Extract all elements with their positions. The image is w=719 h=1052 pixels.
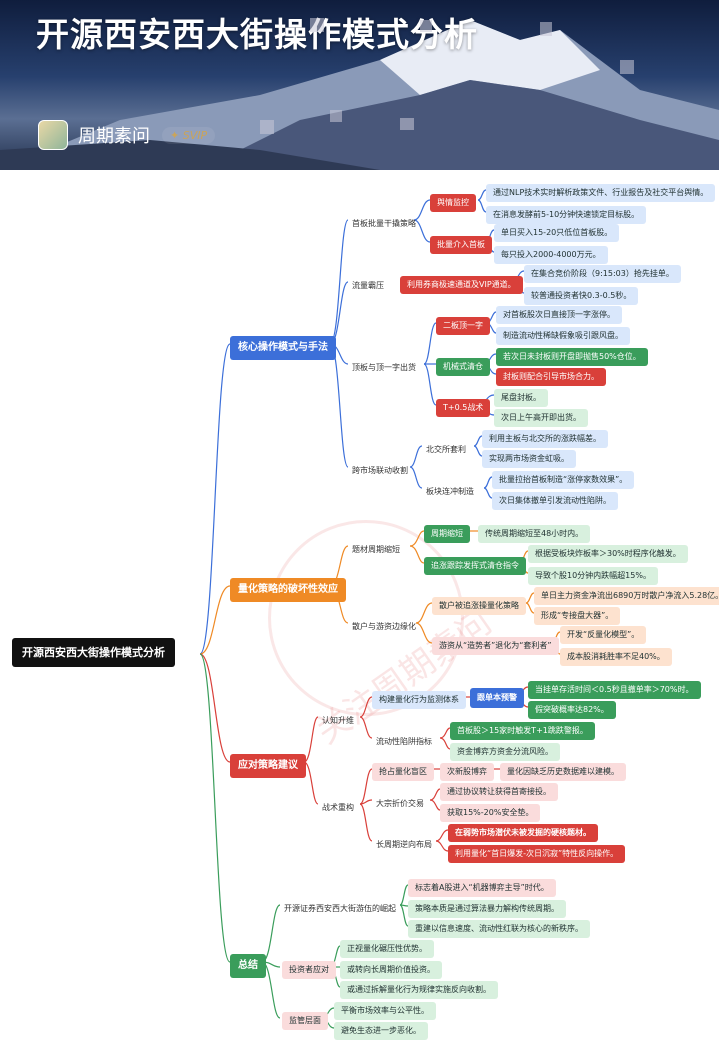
b1-s1-n2[interactable]: 批量介入首板 <box>430 236 492 254</box>
b1-s3-n2-i2[interactable]: 封板则配合引导市场合力。 <box>496 368 606 386</box>
b2-s2-n1[interactable]: 散户被追涨操量化策略 <box>432 597 526 615</box>
b1-s4-n1-i1[interactable]: 利用主板与北交所的涨跌幅差。 <box>482 430 608 448</box>
svip-badge: ✦ SVIP <box>162 126 216 144</box>
b1-s3-n2[interactable]: 机械式清仓 <box>436 358 490 376</box>
b1-s1-n1-i2[interactable]: 在消息发酵前5-10分钟快速锁定目标股。 <box>486 206 647 224</box>
b1-s3-n1-i1[interactable]: 对首板股次日直接顶一字涨停。 <box>496 306 622 324</box>
b4-s1[interactable]: 开源证券西安西大街游伍的崛起 <box>284 904 396 913</box>
b1-s3-n1[interactable]: 二板顶一字 <box>436 317 490 335</box>
author-name[interactable]: 周期素问 <box>78 126 150 147</box>
b4-s3[interactable]: 监管层面 <box>282 1012 328 1030</box>
b4-s1-i2[interactable]: 策略本质是通过算法暴力解构传统周期。 <box>408 900 566 918</box>
b1-s4-n2[interactable]: 板块连冲制造 <box>426 487 474 496</box>
svip-label: SVIP <box>182 128 208 142</box>
b1-s4[interactable]: 跨市场联动收割 <box>352 466 408 475</box>
b1-s4-n2-i2[interactable]: 次日集体撤单引发流动性陷阱。 <box>492 492 618 510</box>
b3-s2-n1-i1[interactable]: 量化因缺乏历史数据难以建模。 <box>500 763 626 781</box>
branch-quant-impact[interactable]: 量化策略的破坏性效应 <box>230 578 346 602</box>
b2-s2-n1-i1[interactable]: 单日主力资金净流出6890万时散户净流入5.28亿。 <box>534 587 719 605</box>
branch-summary[interactable]: 总结 <box>230 954 266 978</box>
b4-s1-i1[interactable]: 标志着A股进入“机器博弈主导”时代。 <box>408 879 556 897</box>
b2-s1-n1-i1[interactable]: 传统周期缩短至48小时内。 <box>478 525 591 543</box>
b1-s2-n1-i2[interactable]: 较普通投资者快0.3-0.5秒。 <box>524 287 639 305</box>
mountain-image <box>0 20 719 170</box>
b1-s3-n3-i2[interactable]: 次日上午高开即出货。 <box>494 409 588 427</box>
b1-s3-n2-i1[interactable]: 若次日未封板则开盘即抛售50%仓位。 <box>496 348 648 366</box>
b3-s2-n2-i2[interactable]: 获取15%-20%安全垫。 <box>440 804 541 822</box>
b3-s2-n3[interactable]: 长周期逆向布局 <box>376 840 432 849</box>
b3-s1-n2[interactable]: 流动性陷阱指标 <box>376 737 432 746</box>
b1-s4-n2-i1[interactable]: 批量拉抬首板制造“涨停家数效果”。 <box>492 471 635 489</box>
b3-s2-n3-i1[interactable]: 在弱势市场潜伏未被发掘的硬核题材。 <box>448 824 598 842</box>
b2-s2-n2[interactable]: 游资从“造势者”退化为“套利者” <box>432 637 559 655</box>
avatar[interactable] <box>38 120 68 150</box>
b1-s1-n1-i1[interactable]: 通过NLP技术实时解析政策文件、行业报告及社交平台舆情。 <box>486 184 716 202</box>
b3-s2-n1-sub[interactable]: 次新股博弈 <box>440 763 494 781</box>
root-node[interactable]: 开源西安西大街操作模式分析 <box>12 638 175 667</box>
b2-s1-n2-i1[interactable]: 根据受板块炸板率＞30%时程序化触发。 <box>528 545 688 563</box>
b1-s4-n1-i2[interactable]: 实现两市场资金虹吸。 <box>482 450 576 468</box>
b1-s1-n2-i1[interactable]: 单日买入15-20只低位首板股。 <box>494 224 620 242</box>
b1-s2-n1[interactable]: 利用券商极速通道及VIP通道。 <box>400 276 523 294</box>
b1-s1-n2-i2[interactable]: 每只投入2000-4000万元。 <box>494 246 608 264</box>
b4-s2-i1[interactable]: 正视量化碾压性优势。 <box>340 940 434 958</box>
branch-core-ops[interactable]: 核心操作模式与手法 <box>230 336 336 360</box>
b1-s3-n3-i1[interactable]: 尾盘封板。 <box>494 389 548 407</box>
b1-s2-n1-i1[interactable]: 在集合竞价阶段（9:15:03）抢先挂单。 <box>524 265 681 283</box>
b3-s1[interactable]: 认知升维 <box>322 716 354 725</box>
b3-s1-n2-i1[interactable]: 首板股＞15家时触发T+1跳跌警报。 <box>450 722 595 740</box>
b2-s1[interactable]: 题材周期缩短 <box>352 545 400 554</box>
b3-s1-n2-i2[interactable]: 资金博弈方资金分流风险。 <box>450 743 560 761</box>
b1-s3-n3[interactable]: T+0.5战术 <box>436 399 491 417</box>
b1-s2[interactable]: 流量霸压 <box>352 281 384 290</box>
b1-s3[interactable]: 顶板与顶一字出货 <box>352 363 416 372</box>
b2-s1-n2[interactable]: 追涨跟踪发挥式清仓指令 <box>424 557 526 575</box>
b2-s1-n1[interactable]: 周期缩短 <box>424 525 470 543</box>
b2-s2-n2-i2[interactable]: 成本股消耗胜率不足40%。 <box>560 648 672 666</box>
watermark-seal <box>268 520 464 716</box>
b1-s1-n1[interactable]: 舆情监控 <box>430 194 476 212</box>
b2-s2-n1-i2[interactable]: 形成“专接盘大器”。 <box>534 607 621 625</box>
author-info[interactable]: 周期素问 ✦ SVIP <box>38 120 216 150</box>
b4-s3-i2[interactable]: 避免生态进一步恶化。 <box>334 1022 428 1040</box>
b4-s2-i2[interactable]: 或转向长周期价值投资。 <box>340 961 442 979</box>
b3-s2[interactable]: 战术重构 <box>322 803 354 812</box>
b4-s2-i3[interactable]: 或通过拆解量化行为规律实施反向收割。 <box>340 981 498 999</box>
b3-s1-n1[interactable]: 构建量化行为监测体系 <box>372 691 466 709</box>
b2-s2-n2-i1[interactable]: 开发“反量化模型”。 <box>560 626 647 644</box>
page-title: 开源西安西大街操作模式分析 <box>36 15 478 54</box>
b1-s4-n1[interactable]: 北交所套利 <box>426 445 466 454</box>
b2-s2[interactable]: 散户与游资边缘化 <box>352 622 416 631</box>
b1-s1[interactable]: 首板批量干撬策略 <box>352 219 416 228</box>
b3-s1-n1-i1[interactable]: 当挂单存活时间＜0.5秒且撤单率＞70%时。 <box>528 681 701 699</box>
b3-s2-n2[interactable]: 大宗折价交易 <box>376 799 424 808</box>
b4-s1-i3[interactable]: 重建以信息速度、流动性红联为核心的新秩序。 <box>408 920 590 938</box>
branch-strategy[interactable]: 应对策略建议 <box>230 754 306 778</box>
b3-s1-n1-sub[interactable]: 跟单本预警 <box>470 688 524 708</box>
b3-s2-n1[interactable]: 抢占量化盲区 <box>372 763 434 781</box>
b3-s2-n3-i2[interactable]: 利用量化“首日爆发-次日沉寂”特性反向操作。 <box>448 845 626 863</box>
mindmap-canvas: 关注周期素问 <box>0 170 719 1052</box>
b4-s3-i1[interactable]: 平衡市场效率与公平性。 <box>334 1002 436 1020</box>
b2-s1-n2-i2[interactable]: 导致个股10分钟内跌幅超15%。 <box>528 567 658 585</box>
b1-s3-n1-i2[interactable]: 制造流动性稀缺假象吸引跟风盘。 <box>496 327 630 345</box>
header-banner: 开源西安西大街操作模式分析 周期素问 ✦ SVIP <box>0 0 719 170</box>
b3-s2-n2-i1[interactable]: 通过协议转让获得首寄接投。 <box>440 783 558 801</box>
b3-s1-n1-i2[interactable]: 假突破概率达82%。 <box>528 701 616 719</box>
b4-s2[interactable]: 投资者应对 <box>282 961 336 979</box>
